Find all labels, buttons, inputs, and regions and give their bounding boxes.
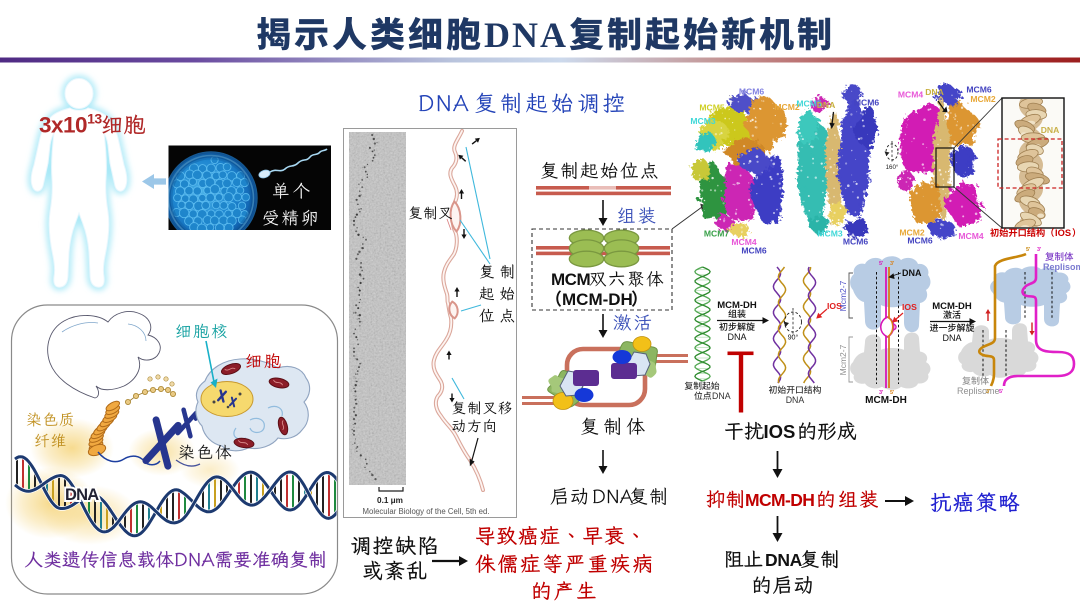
svg-text:DNA: DNA [925, 87, 944, 97]
svg-text:IOS: IOS [902, 302, 917, 312]
svg-text:MCM4: MCM4 [898, 90, 924, 100]
svg-text:Mcm2-7: Mcm2-7 [838, 280, 848, 311]
svg-text:Replisome: Replisome [1043, 262, 1080, 272]
svg-text:MCM3: MCM3 [817, 229, 843, 239]
svg-text:MCM3: MCM3 [690, 116, 716, 126]
svg-text:DNA: DNA [712, 391, 731, 401]
svg-text:DNA: DNA [902, 268, 922, 278]
svg-text:3': 3' [1037, 247, 1042, 253]
svg-text:5': 5' [890, 390, 895, 396]
svg-text:IOS: IOS [764, 421, 796, 442]
svg-text:MCM: MCM [551, 270, 590, 289]
svg-text:Replisome: Replisome [957, 386, 1000, 396]
svg-text:3': 3' [890, 261, 895, 267]
svg-text:5': 5' [1026, 247, 1031, 253]
svg-text:DNA: DNA [817, 100, 836, 110]
svg-text:MCM-DH: MCM-DH [932, 301, 972, 312]
svg-text:MCM6: MCM6 [741, 246, 767, 256]
svg-text:5': 5' [999, 389, 1004, 395]
svg-text:MCM6: MCM6 [907, 236, 933, 246]
svg-text:DNA: DNA [65, 486, 99, 504]
svg-text:3': 3' [879, 390, 884, 396]
svg-text:5': 5' [879, 261, 884, 267]
svg-text:MCM2: MCM2 [899, 228, 925, 238]
svg-text:Mcm2-7: Mcm2-7 [838, 344, 848, 375]
svg-text:MCM6: MCM6 [843, 237, 869, 247]
svg-text:MCM-DH: MCM-DH [745, 490, 814, 510]
svg-text:MCM4: MCM4 [731, 237, 757, 247]
svg-text:DNA: DNA [727, 332, 746, 342]
svg-text:DNA: DNA [942, 333, 961, 343]
svg-text:90°: 90° [788, 333, 799, 342]
svg-text:160°: 160° [886, 164, 899, 171]
svg-text:MCM4: MCM4 [958, 231, 984, 241]
svg-text:IOS: IOS [1055, 228, 1071, 238]
svg-text:DNA: DNA [765, 550, 803, 570]
svg-text:MCM7: MCM7 [704, 229, 730, 239]
svg-text:MCM2: MCM2 [970, 94, 996, 104]
svg-text:MCM2: MCM2 [774, 102, 800, 112]
svg-text:MCM5: MCM5 [796, 99, 822, 109]
svg-text:IOS: IOS [827, 301, 842, 311]
svg-text:MCM6: MCM6 [966, 85, 992, 95]
svg-text:DNA: DNA [1041, 125, 1060, 135]
svg-text:0.1 μm: 0.1 μm [377, 496, 403, 505]
svg-text:MCM-DH: MCM-DH [717, 300, 757, 311]
svg-text:MCM5: MCM5 [699, 103, 725, 113]
svg-text:3': 3' [986, 389, 991, 395]
svg-text:MCM-DH: MCM-DH [562, 290, 633, 309]
svg-text:MCM6: MCM6 [854, 98, 880, 108]
svg-text:DNA: DNA [786, 395, 805, 405]
svg-text:MCM6: MCM6 [739, 87, 765, 97]
svg-text:DNA: DNA [484, 15, 568, 55]
svg-text:MCM-DH: MCM-DH [865, 395, 907, 406]
svg-text:Molecular Biology of the Cell,: Molecular Biology of the Cell, 5th ed. [363, 507, 490, 516]
